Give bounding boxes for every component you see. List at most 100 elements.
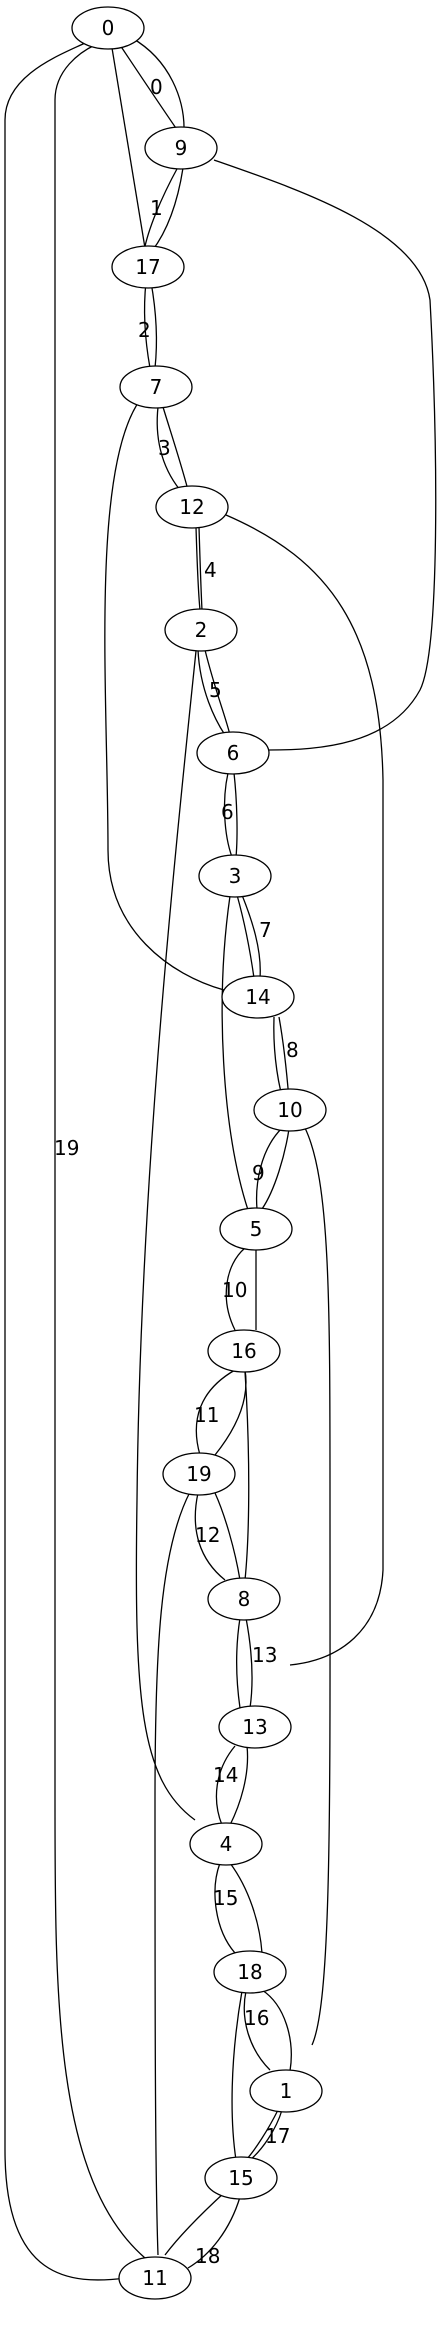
node-9-shape [144, 126, 218, 170]
node-7-label: 7 [150, 375, 163, 399]
node-3: 3 [198, 854, 272, 898]
node-7: 7 [119, 365, 193, 409]
node-0: 0 [71, 6, 145, 50]
edge-label-17: 17 [265, 2124, 290, 2148]
node-8: 8 [207, 1577, 281, 1621]
node-1: 1 [249, 2069, 323, 2113]
edge-label-0: 0 [150, 75, 163, 99]
edge-label-12: 12 [195, 1523, 220, 1547]
node-16-shape [207, 1329, 281, 1373]
edge-labels: 0 1 2 3 4 5 6 7 8 9 10 11 12 13 14 15 16… [54, 75, 299, 2268]
node-8-label: 8 [238, 1587, 251, 1611]
edge-label-16: 16 [244, 2006, 269, 2030]
node-12-shape [155, 485, 229, 529]
edge-label-4: 4 [204, 558, 217, 582]
node-0-shape [71, 6, 145, 50]
edge-label-7: 7 [259, 918, 272, 942]
edge-label-15: 15 [213, 1886, 238, 1910]
edge-label-1: 1 [150, 196, 163, 220]
edge-18-1-a [243, 1990, 271, 2071]
node-3-shape [198, 854, 272, 898]
node-13-shape [218, 1705, 292, 1749]
edge-label-14: 14 [213, 1763, 238, 1787]
node-6: 6 [196, 731, 270, 775]
edge-16-19-a [195, 1369, 236, 1456]
edge-3-14-a [236, 894, 255, 979]
edge-0-9-a [119, 44, 181, 135]
node-12: 12 [155, 485, 229, 529]
node-17-label: 17 [135, 255, 160, 279]
node-6-label: 6 [227, 741, 240, 765]
node-7-shape [119, 365, 193, 409]
node-11-label: 11 [142, 2266, 167, 2290]
node-18: 18 [213, 1950, 287, 1994]
node-15-shape [204, 2156, 278, 2200]
node-17-shape [111, 245, 185, 289]
edge-7-14 [104, 399, 225, 991]
edge-7-12-b [162, 406, 189, 491]
node-10-shape [253, 1088, 327, 1132]
node-1-label: 1 [280, 2079, 293, 2103]
node-11-shape [118, 2256, 192, 2300]
node-14-shape [221, 975, 295, 1019]
node-19-label: 19 [186, 1462, 211, 1486]
edge-label-11: 11 [194, 1403, 219, 1427]
node-14-label: 14 [245, 985, 270, 1009]
edge-11-0-b [54, 44, 146, 2259]
nodes: 0 9 17 7 12 2 6 3 [71, 6, 327, 2300]
edge-10-5-a [255, 1127, 283, 1210]
edge-6-3-b [233, 772, 238, 858]
edge-4-18-a [214, 1862, 236, 1954]
edge-2-4 [135, 650, 197, 1821]
edge-17-7-a [143, 281, 151, 369]
node-2-label: 2 [195, 618, 208, 642]
node-14: 14 [221, 975, 295, 1019]
node-6-shape [196, 731, 270, 775]
edge-12-2-a [195, 526, 201, 611]
node-10: 10 [253, 1088, 327, 1132]
edge-18-1-b [261, 1989, 292, 2072]
edge-19-8-a [194, 1492, 226, 1581]
edge-8-13-b [245, 1617, 253, 1709]
edge-label-10: 10 [222, 1278, 247, 1302]
node-10-label: 10 [277, 1098, 302, 1122]
edge-12-13 [225, 514, 385, 1666]
edge-18-15 [231, 1990, 243, 2161]
node-13-label: 13 [242, 1715, 267, 1739]
node-4-label: 4 [220, 1832, 233, 1856]
edge-label-3: 3 [158, 436, 171, 460]
edge-19-8-b [214, 1492, 241, 1581]
edge-17-7-b [150, 281, 158, 369]
edge-13-4-a [215, 1745, 236, 1826]
node-16: 16 [207, 1329, 281, 1373]
node-12-label: 12 [179, 495, 204, 519]
edge-19-11 [154, 1491, 191, 2256]
edge-label-18: 18 [195, 2244, 220, 2268]
node-0-label: 0 [102, 16, 115, 40]
edge-label-6: 6 [221, 800, 234, 824]
node-5-shape [219, 1207, 293, 1251]
node-4: 4 [189, 1822, 263, 1866]
edge-label-9: 9 [252, 1161, 265, 1185]
node-9: 9 [144, 126, 218, 170]
edge-15-11-a [164, 2191, 226, 2256]
edge-3-14-b [241, 894, 261, 979]
edge-7-12-a [156, 406, 181, 491]
edge-9-17-b [151, 167, 184, 252]
node-15-label: 15 [228, 2166, 253, 2190]
edge-10-1 [304, 1127, 331, 2046]
node-17: 17 [111, 245, 185, 289]
node-5: 5 [219, 1207, 293, 1251]
node-4-shape [189, 1822, 263, 1866]
node-3-label: 3 [229, 864, 242, 888]
node-18-shape [213, 1950, 287, 1994]
edge-5-16-a [225, 1247, 246, 1331]
node-2: 2 [164, 608, 238, 652]
edge-2-6-b [204, 649, 231, 736]
edge-16-19-b [214, 1369, 247, 1456]
edge-4-18-b [229, 1862, 263, 1954]
node-8-shape [207, 1577, 281, 1621]
edge-label-19: 19 [54, 1136, 79, 1160]
edge-10-5-b [261, 1128, 290, 1210]
